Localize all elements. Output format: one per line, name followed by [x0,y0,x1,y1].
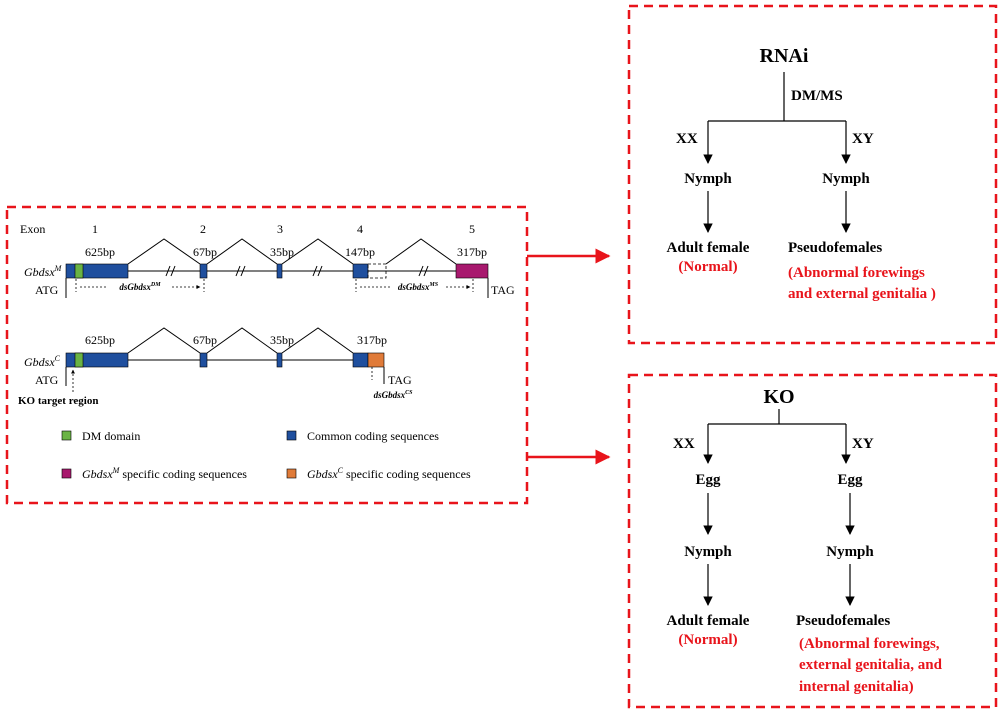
ko-right-egg: Egg [837,472,863,488]
gene-structure: Exon 1 2 3 4 5 GbdsxM 625bp 67bp 35bp 14… [18,222,515,481]
m-splice-2-3 [206,238,278,265]
ds-ms-label: dsGbdsxMS [398,282,439,292]
rnai-left-note: (Normal) [678,259,737,275]
c-size-exon4: 317bp [357,333,387,347]
m-size-exon1: 625bp [85,245,115,259]
c-dm-domain [74,352,84,368]
ko-left-note: (Normal) [678,632,737,648]
m-tag-label: TAG [491,283,515,297]
legend-common-swatch [286,430,297,441]
ko-xy-label: XY [852,436,874,452]
ko-left-result: Adult female [667,613,750,629]
ds-ms-region: dsGbdsxMS [355,279,474,292]
m-atg-label: ATG [35,283,59,297]
rnai-flow: RNAi DM/MS XX XY Nymph Nymph Adult femal… [667,45,936,302]
exon-number-5: 5 [469,222,475,236]
c-exon3 [276,352,283,368]
c-splice-2-3 [206,327,278,354]
m-splice-1-2 [127,238,201,265]
ko-right-result: Pseudofemales [796,613,890,629]
rnai-frame [627,4,998,345]
ds-cs-label: dsGbdsxCS [374,390,414,400]
c-atg-label: ATG [35,373,59,387]
ko-title: KO [763,386,794,408]
m-splice-4-5 [385,238,457,265]
ko-xx-label: XX [673,436,695,452]
c-size-exon3: 35bp [270,333,294,347]
legend-m-label: GbdsxM specific coding sequences [82,466,247,481]
m-size-exon2: 67bp [193,245,217,259]
legend-dm-label: DM domain [82,429,140,443]
m-dm-domain [74,263,84,279]
m-exon4 [352,263,369,279]
exon-number-2: 2 [200,222,206,236]
legend-m-swatch [61,468,72,479]
rnai-xx-label: XX [676,131,698,147]
m-size-exon3: 35bp [270,245,294,259]
m-exon4-dashed [367,263,387,279]
ko-frame [627,373,998,709]
legend: DM domain Common coding sequences GbdsxM… [61,429,471,481]
exon-number-1: 1 [92,222,98,236]
ds-dm-label: dsGbdsxDM [119,282,161,292]
gbdsx-m-isoform: GbdsxM 625bp 67bp 35bp 147bp 317bp [24,238,515,298]
legend-common-label: Common coding sequences [307,429,439,443]
ko-right-nymph: Nymph [826,544,874,560]
rnai-left-nymph: Nymph [684,171,732,187]
m-exon3 [276,263,283,279]
gbdsx-c-label: GbdsxC [24,354,61,369]
rnai-right-result: Pseudofemales [788,240,882,256]
rnai-left-result: Adult female [667,240,750,256]
rnai-right-note-2: and external genitalia ) [788,286,936,302]
c-splice-3-4 [281,327,354,354]
m-break-marks [165,265,429,277]
ko-right-note-1: (Abnormal forewings, [799,636,940,652]
c-size-exon2: 67bp [193,333,217,347]
c-tag-label: TAG [388,373,412,387]
c-exon4 [352,352,369,368]
gbdsx-c-isoform: GbdsxC 625bp 67bp 35bp 317bp ATG TAG dsG… [18,327,414,407]
gene-structure-frame [5,205,529,505]
ko-left-nymph: Nymph [684,544,732,560]
ko-target-label: KO target region [18,395,98,407]
exon-number-4: 4 [357,222,363,236]
c-exon2 [199,352,208,368]
legend-c-label: GbdsxC specific coding sequences [307,466,471,481]
m-exon5 [455,263,489,279]
m-exon2 [199,263,208,279]
rnai-xy-label: XY [852,131,874,147]
ds-dm-region: dsGbdsxDM [75,279,205,292]
ko-flow: KO XX XY Egg Egg Nymph Nymph Adult femal… [667,386,943,695]
gbdsx-m-label: GbdsxM [24,264,63,279]
c-splice-1-2 [127,327,201,354]
exon-label: Exon [20,222,45,236]
ko-left-egg: Egg [695,472,721,488]
ko-right-note-3: internal genitalia) [799,679,914,695]
m-size-exon4: 147bp [345,245,375,259]
exon-number-3: 3 [277,222,283,236]
m-size-exon5: 317bp [457,245,487,259]
rnai-right-nymph: Nymph [822,171,870,187]
legend-dm-swatch [61,430,72,441]
rnai-right-note-1: (Abnormal forewings [788,265,925,281]
c-size-exon1: 625bp [85,333,115,347]
rnai-title: RNAi [760,45,809,67]
m-splice-3-4 [281,238,354,265]
rnai-target-label: DM/MS [791,88,843,104]
legend-c-swatch [286,468,297,479]
ko-right-note-2: external genitalia, and [799,657,943,673]
c-specific-exon [367,352,385,368]
